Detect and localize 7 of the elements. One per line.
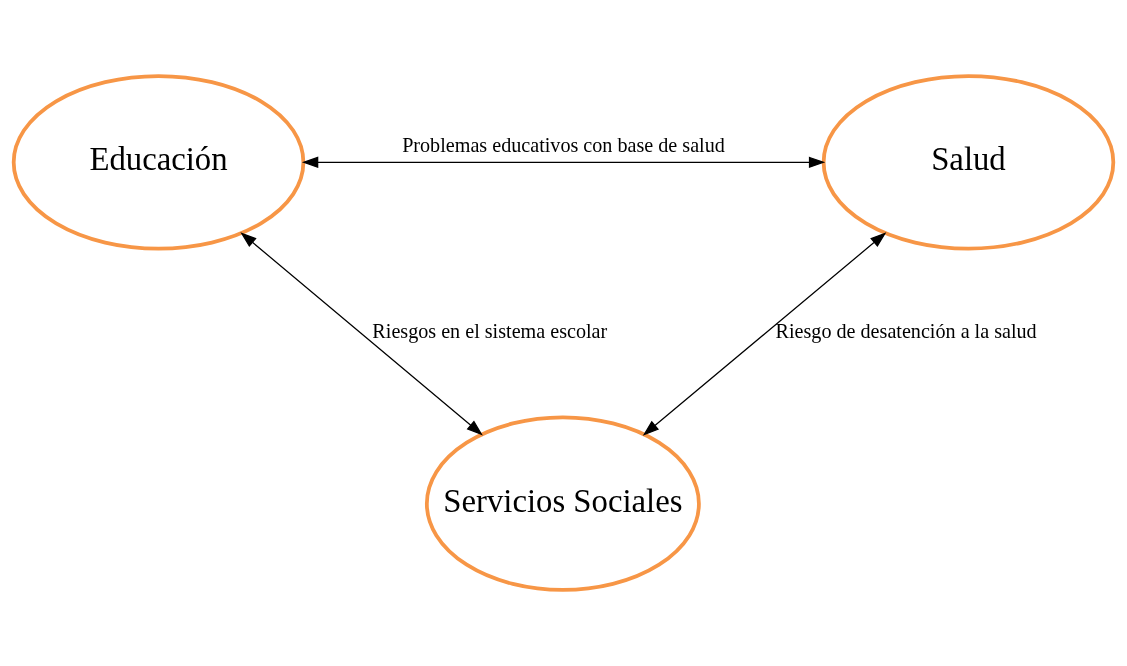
node-ellipse: Servicios Sociales <box>424 415 701 592</box>
arrow <box>301 156 826 169</box>
arrow <box>240 232 483 436</box>
arrow <box>642 232 887 436</box>
edge-label: Riesgos en el sistema escolar <box>372 319 608 342</box>
edge-label: Riesgo de desatención a la salud <box>775 319 1037 342</box>
edge-label: Problemas educativos con base de salud <box>402 133 725 156</box>
